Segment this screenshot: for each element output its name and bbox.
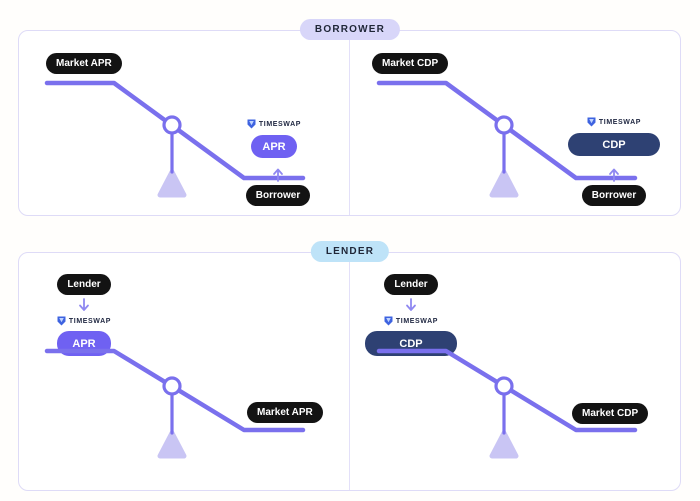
- borrower-panel: [18, 30, 681, 216]
- panel-divider: [348, 253, 350, 490]
- timeswap-logo-icon: [384, 316, 393, 326]
- timeswap-logo: TIMESWAP: [587, 117, 641, 127]
- market-apr-pill: Market APR: [46, 53, 122, 74]
- timeswap-label: TIMESWAP: [395, 317, 439, 325]
- lender-panel: [18, 252, 681, 491]
- market-cdp-pill: Market CDP: [372, 53, 449, 74]
- lender-input-stack: Lender TIMESWAP APR: [34, 274, 134, 356]
- seesaw-graphic: [44, 80, 306, 198]
- lender-pill: Lender: [384, 274, 438, 295]
- actor-stack: Borrower: [579, 166, 649, 206]
- market-apr-pill: Market APR: [247, 402, 323, 423]
- timeswap-logo-icon: [247, 119, 256, 129]
- timeswap-label: TIMESWAP: [68, 317, 112, 325]
- timeswap-label: TIMESWAP: [598, 118, 642, 126]
- seesaw-pivot: [162, 115, 182, 135]
- lender-input-stack: Lender TIMESWAP CDP: [361, 274, 461, 356]
- timeswap-logo: TIMESWAP: [384, 316, 438, 326]
- apr-button: APR: [251, 135, 297, 158]
- quadrant-lender-cdp: Lender TIMESWAP CDP Market CDP: [350, 252, 682, 489]
- lender-pill: Lender: [57, 274, 111, 295]
- timeswap-logo: TIMESWAP: [247, 119, 301, 129]
- seesaw-pivot: [494, 115, 514, 135]
- fulcrum-triangle: [157, 430, 187, 459]
- borrower-panel-badge: BORROWER: [299, 19, 401, 40]
- timeswap-logo: TIMESWAP: [57, 316, 111, 326]
- market-cdp-pill: Market CDP: [572, 403, 649, 424]
- borrower-pill: Borrower: [581, 185, 647, 206]
- actor-stack: Borrower: [243, 166, 313, 206]
- quadrant-lender-apr: Lender TIMESWAP APR Market APR: [18, 252, 350, 489]
- timeswap-logo-icon: [587, 117, 596, 127]
- timeswap-metric-stack: TIMESWAP APR: [244, 119, 304, 158]
- lender-panel-badge: LENDER: [310, 241, 390, 262]
- cdp-button: CDP: [568, 133, 660, 156]
- down-arrow-icon: [79, 298, 89, 311]
- up-arrow-icon: [609, 168, 619, 182]
- fulcrum-triangle: [489, 169, 519, 198]
- up-arrow-icon: [273, 168, 283, 182]
- quadrant-borrower-apr: Market APR TIMESWAP APR Borrower: [18, 30, 350, 214]
- timeswap-metric-stack: TIMESWAP CDP: [564, 117, 664, 156]
- down-arrow-icon: [406, 298, 416, 311]
- quadrant-borrower-cdp: Market CDP TIMESWAP CDP Borrower: [350, 30, 682, 214]
- timeswap-label: TIMESWAP: [258, 120, 302, 128]
- seesaw-graphic: [376, 80, 638, 198]
- borrower-pill: Borrower: [245, 185, 311, 206]
- seesaw-pivot: [162, 376, 182, 396]
- timeswap-logo-icon: [57, 316, 66, 326]
- seesaw-graphic: [376, 348, 638, 459]
- seesaw-pivot: [494, 376, 514, 396]
- fulcrum-triangle: [157, 169, 187, 198]
- panel-divider: [348, 31, 350, 215]
- fulcrum-triangle: [489, 430, 519, 459]
- seesaw-graphic: [44, 348, 306, 459]
